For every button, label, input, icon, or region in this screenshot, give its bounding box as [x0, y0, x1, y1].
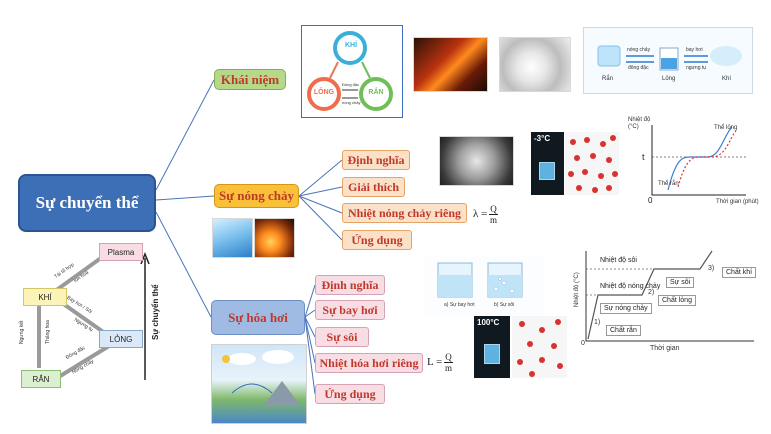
diagram-node-plasma: Plasma — [99, 243, 143, 261]
heat-stage-melting: Sự nóng chảy — [600, 303, 652, 314]
cycle-long-label: LỎNG — [313, 89, 335, 96]
heat-stage-num-2: 2) — [648, 289, 655, 296]
nong-chay-nhiet-rieng[interactable]: Nhiệt nóng chảy riêng — [342, 203, 467, 223]
nong-chay-ung-dung[interactable]: Ứng dụng — [342, 230, 412, 250]
hoa-hoi-su-soi[interactable]: Sự sôi — [315, 327, 369, 347]
melt-solid-label: Thể rắn — [658, 181, 679, 187]
ice-cubes-photo — [212, 218, 253, 258]
melt-origin: 0 — [648, 196, 653, 205]
states-strip-drawing — [597, 45, 742, 71]
lava-photo — [413, 37, 488, 92]
cycle-arrow-dong-dac: Đông đặc — [342, 82, 360, 87]
strip-ngung-tu: ngưng tụ — [686, 65, 707, 71]
melt-graph-drawing — [651, 125, 746, 196]
heat-stage-num-1: 1) — [594, 319, 601, 326]
hoa-hoi-ung-dung[interactable]: Ứng dụng — [315, 384, 385, 404]
hoa-hoi-dinh-nghia[interactable]: Định nghĩa — [315, 275, 385, 295]
nong-chay-giai-thich[interactable]: Giải thích — [342, 177, 405, 197]
strip-bay-hoi: bay hơi — [686, 47, 703, 53]
heating-curve-drawing — [585, 250, 754, 342]
strip-long-label: Lỏng — [662, 76, 676, 82]
melt-graph: Nhiệt độ (°C) Thời gian (phút) t 0 Thể r… — [628, 115, 759, 210]
water-cycle-drawing — [222, 350, 300, 405]
boil-temp-label: 100°C — [477, 318, 500, 327]
heat-stage-liquid: Chất lỏng — [658, 295, 696, 306]
branch-khai-niem[interactable]: Khái niệm — [214, 69, 286, 90]
hoa-hoi-bay-hoi[interactable]: Sự bay hơi — [315, 300, 385, 320]
heat-origin: 0 — [581, 340, 585, 347]
heat-level-melting: Nhiệt độ nóng chảy — [600, 283, 661, 290]
cycle-khi-label: KHÍ — [344, 42, 358, 49]
melt-liquid-label: Thể lỏng — [714, 125, 738, 131]
vapor-molecule-image — [512, 316, 567, 378]
cycle-ran-label: RẮN — [368, 89, 384, 96]
diagram-node-ran: RẮN — [21, 370, 61, 388]
heat-stage-num-3: 3) — [708, 265, 715, 272]
heat-y-label: Nhiệt độ (°C) — [574, 272, 580, 307]
heat-level-boiling: Nhiệt độ sôi — [600, 257, 637, 264]
beaker-caption-evaporation: a) Sự bay hơi — [444, 302, 475, 308]
beakers-image: a) Sự bay hơi b) Sự sôi — [424, 255, 544, 315]
heat-x-label: Thời gian — [650, 345, 680, 352]
heat-stage-gas: Chất khí — [722, 267, 757, 278]
spoon-photo — [499, 37, 571, 92]
melt-y-label: Nhiệt độ (°C) — [628, 117, 651, 130]
boil-beaker — [484, 344, 500, 364]
states-strip-image: Rắn Lỏng Khí nóng chảy bay hơi đông đặc … — [583, 27, 753, 94]
diagram-node-long: LỎNG — [99, 330, 143, 348]
diagram-axis-label: Sự chuyển thể — [151, 284, 160, 340]
state-cycle-drawing — [307, 31, 393, 111]
melt-t-label: t — [642, 152, 645, 162]
nong-chay-dinh-nghia[interactable]: Định nghĩa — [342, 150, 410, 170]
molten-metal-photo — [254, 218, 295, 258]
beakers-drawing — [437, 262, 523, 298]
beaker-caption-boiling: b) Sự sôi — [494, 302, 515, 308]
melt-x-label: Thời gian (phút) — [716, 199, 759, 205]
strip-dong-dac: đông đặc — [628, 65, 649, 71]
vapor-molecules — [517, 319, 563, 377]
cycle-arrow-nong-chay: nóng chảy — [342, 100, 361, 105]
state-cycle-image: KHÍ LỎNG RẮN Đông đặc nóng chảy — [301, 25, 403, 118]
heat-stage-boiling: Sự sôi — [666, 277, 695, 288]
ice-temp-label: -3°C — [534, 134, 551, 143]
hoa-hoi-nhiet-rieng[interactable]: Nhiệt hóa hơi riêng — [315, 353, 423, 373]
heat-stage-solid: Chất rắn — [606, 325, 641, 336]
edge-ngung-ket: Ngưng kết — [19, 320, 25, 344]
branch-su-hoa-hoi[interactable]: Sự hóa hơi — [211, 300, 305, 335]
edge-thang-hoa: Thăng hoa — [45, 320, 51, 344]
state-transition-diagram: Plasma KHÍ LỎNG RẮN Tái tổ hợp Ion hoá B… — [15, 240, 175, 390]
branch-su-nong-chay[interactable]: Sự nóng chảy — [214, 184, 299, 208]
ice-molecule-image — [565, 132, 619, 195]
ice-beaker-photo: -3°C — [531, 132, 564, 195]
heating-curve-graph: Nhiệt độ (°C) Thời gian 0 Nhiệt độ sôi N… — [572, 245, 757, 357]
ice-molecules — [568, 135, 618, 193]
root-node[interactable]: Sự chuyển thể — [18, 174, 156, 232]
water-cycle-image — [211, 344, 307, 424]
strip-ran-label: Rắn — [602, 76, 614, 82]
diagram-node-khi: KHÍ — [23, 288, 67, 306]
strip-nong-chay: nóng chảy — [627, 47, 651, 53]
ice-beaker — [539, 162, 555, 180]
ice-block-photo — [439, 136, 514, 186]
boiling-beaker-photo: 100°C — [474, 316, 510, 378]
strip-khi-label: Khí — [722, 76, 732, 82]
